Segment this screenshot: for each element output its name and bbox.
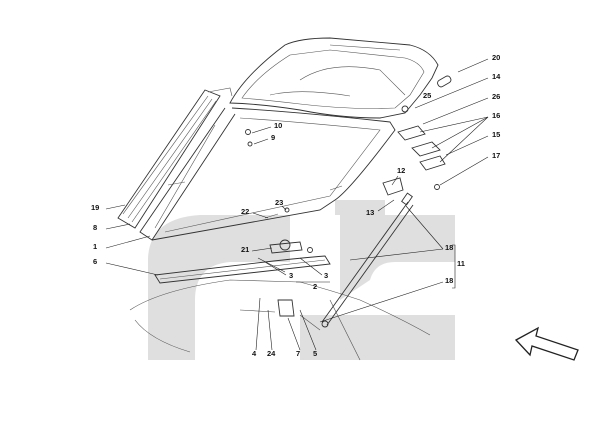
callout-13: 13 — [366, 208, 374, 217]
callout-21: 21 — [241, 245, 249, 254]
callout-26: 26 — [492, 92, 500, 101]
callout-8: 8 — [93, 223, 97, 232]
callout-5: 5 — [313, 349, 317, 358]
callout-14: 14 — [492, 72, 501, 81]
callout-24: 24 — [267, 349, 276, 358]
callout-25: 25 — [423, 91, 431, 100]
callout-12: 12 — [397, 166, 405, 175]
callout-20: 20 — [492, 53, 500, 62]
callout-19: 19 — [91, 203, 99, 212]
callout-11: 11 — [457, 259, 465, 268]
air-grille — [117, 87, 233, 229]
front-cross-member — [154, 255, 331, 284]
callout-18: 18 — [445, 276, 453, 285]
callout-23: 23 — [275, 198, 283, 207]
callout-3: 3 — [289, 271, 293, 280]
callout-9: 9 — [271, 133, 275, 142]
callout-22: 22 — [241, 207, 249, 216]
callout-1: 1 — [93, 242, 97, 251]
callout-7: 7 — [296, 349, 300, 358]
gas-strut — [321, 192, 414, 328]
leader-lines — [105, 58, 489, 351]
callout-10: 10 — [274, 121, 282, 130]
callout-2: 2 — [313, 282, 317, 291]
direction-arrow-icon — [514, 326, 579, 361]
hood-inner-frame — [139, 107, 396, 241]
hood-panel — [229, 37, 439, 119]
callout-4: 4 — [252, 349, 257, 358]
callout-18: 18 — [445, 243, 453, 252]
callout-17: 17 — [492, 151, 500, 160]
latch-assembly — [239, 129, 404, 317]
car-body-outline — [129, 279, 431, 361]
callout-15: 15 — [492, 130, 500, 139]
callout-16: 16 — [492, 111, 500, 120]
background-watermark — [148, 200, 455, 360]
callout-6: 6 — [93, 257, 97, 266]
callout-3: 3 — [324, 271, 328, 280]
hinge-assembly — [397, 75, 452, 190]
